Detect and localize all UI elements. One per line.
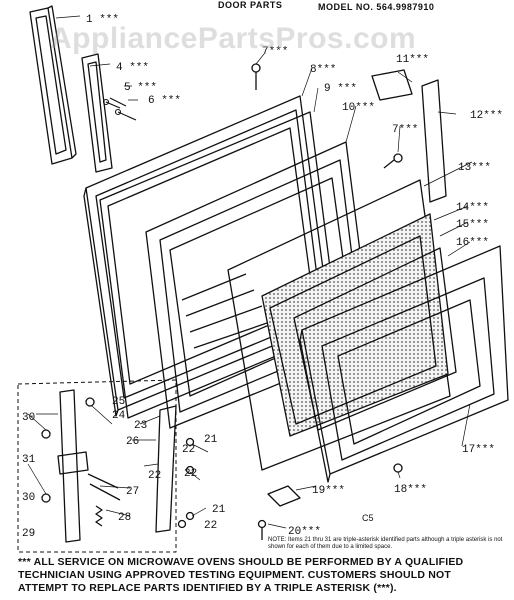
diagram-code: C5 [362,513,374,523]
callout-22a: 22 [182,444,195,456]
service-warning: *** ALL SERVICE ON MICROWAVE OVENS SHOUL… [18,556,508,595]
handle-screws[interactable] [102,97,137,121]
callout-28: 28 [118,512,131,524]
callout-17: 17*** [462,444,495,456]
callout-22c: 22 [204,520,217,532]
callout-23: 23 [134,420,147,432]
callout-6: 6 *** [148,95,181,107]
callout-5: 5 *** [124,82,157,94]
callout-25: 25 [112,396,125,408]
callout-22d: 22 [148,470,161,482]
callout-7b: 7*** [392,124,418,136]
callout-27: 27 [126,486,139,498]
watermark: AppliancePartsPros.com [50,22,417,55]
callout-19: 19*** [312,485,345,497]
callout-30a: 30 [22,412,35,424]
hinge-bracket-side[interactable] [421,79,447,203]
callout-9: 9 *** [324,83,357,95]
model-number: MODEL NO. 564.9987910 [318,2,435,12]
callout-7a: 7*** [262,46,288,58]
service-warning-line-2: TECHNICIAN USING APPROVED TESTING EQUIPM… [18,569,452,581]
callout-22b: 22 [184,468,197,480]
hinge-bracket-top[interactable] [371,69,413,101]
latch-assembly-inset[interactable] [17,379,177,553]
callout-18: 18*** [394,484,427,496]
door-gasket[interactable] [227,179,451,471]
callout-12: 12*** [470,110,503,122]
callout-1: 1 *** [86,14,119,26]
parts-note: NOTE: Items 21 thru 31 are triple-asteri… [268,537,503,550]
callout-29: 29 [22,528,35,540]
callout-24: 24 [112,410,126,422]
callout-8: 8*** [310,64,336,76]
latch-assembly[interactable] [41,389,195,543]
callout-31: 31 [22,454,36,466]
callout-16: 16*** [456,237,489,249]
callout-21a: 21 [204,434,218,446]
callout-labels: 1 *** 4 *** 5 *** 6 *** 7*** 8*** 9 *** … [22,14,503,540]
callout-11: 11*** [396,54,429,66]
callout-10: 10*** [342,102,375,114]
service-warning-line-3: ATTEMPT TO REPLACE PARTS IDENTIFIED BY A… [18,582,397,594]
door-handle-part[interactable] [29,5,77,165]
handle-bracket-part[interactable] [81,53,113,173]
callout-26: 26 [126,436,139,448]
callout-30b: 30 [22,492,35,504]
diagram-title: DOOR PARTS [218,0,283,10]
callout-15: 15*** [456,219,489,231]
door-front-frame[interactable] [299,245,509,483]
leader-lines [27,15,473,529]
service-warning-line-1: *** ALL SERVICE ON MICROWAVE OVENS SHOUL… [18,556,464,568]
callout-14: 14*** [456,202,489,214]
door-screws[interactable] [251,63,403,169]
callout-20: 20*** [288,526,321,538]
callout-4: 4 *** [116,62,149,74]
door-screen[interactable] [261,213,449,437]
callout-21b: 21 [212,504,226,516]
callout-13: 13*** [458,162,491,174]
